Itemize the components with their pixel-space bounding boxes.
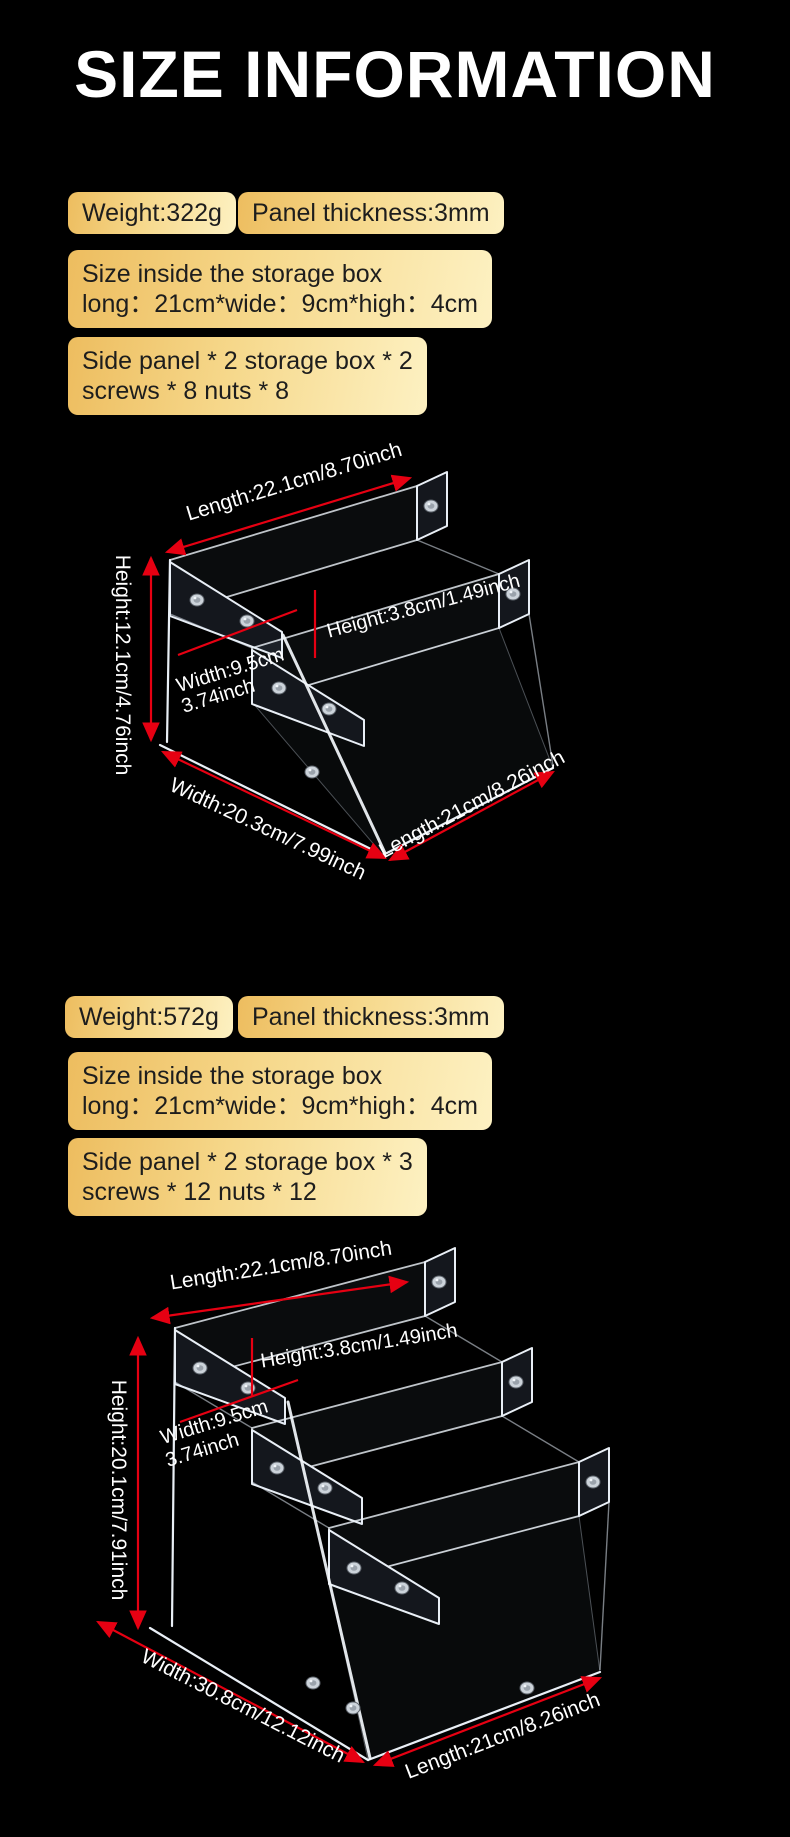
diagram-two-tier-stand: Length:22.1cm/8.70inch Height:12.1cm/4.7… (111, 438, 569, 885)
screw (508, 1375, 524, 1389)
screw (239, 614, 255, 628)
left-vertical-edge (170, 1326, 177, 1628)
right-lower-edge (599, 1501, 610, 1671)
screw (271, 681, 287, 695)
contents-line2-2: screws * 12 nuts * 12 (82, 1178, 317, 1206)
inner-size-title-1: Size inside the storage box (82, 260, 383, 288)
tier1-shelf-edge-left (174, 1381, 253, 1429)
screw (346, 1561, 362, 1575)
weight-badge-1: Weight:322g (68, 192, 236, 234)
tier1-shelf-edge-right (424, 1315, 503, 1363)
dim-arrow-top-length-2 (149, 1275, 410, 1325)
dim-label-total-height-2: Height:20.1cm/7.91inch (107, 1380, 130, 1601)
tier3-left-cap (328, 1529, 440, 1625)
inner-size-detail-2: long：21cm*wide：9cm*high：4cm (82, 1092, 478, 1120)
dim-arrow-top-length-1 (164, 474, 413, 556)
screw (189, 593, 205, 607)
dim-arrow-base-length-1 (388, 770, 555, 862)
screw (192, 1361, 208, 1375)
contents-badge-2: Side panel * 2 storage box * 3 screws * … (68, 1138, 427, 1216)
inner-size-detail-1: long：21cm*wide：9cm*high：4cm (82, 290, 478, 318)
dim-label-total-height-1: Height:12.1cm/4.76inch (111, 555, 134, 776)
screw (345, 1701, 361, 1715)
weight-text-1: Weight:322g (82, 199, 222, 227)
screw (321, 702, 337, 716)
panel-thickness-text-1: Panel thickness:3mm (252, 199, 490, 227)
left-vertical-edge (165, 558, 172, 744)
contents-line2-1: screws * 8 nuts * 8 (82, 377, 290, 405)
dim-arrow-base-length-2 (372, 1676, 603, 1767)
weight-badge-2: Weight:572g (65, 996, 233, 1038)
inner-size-badge-2: Size inside the storage box long：21cm*wi… (68, 1052, 492, 1130)
inner-size-badge-1: Size inside the storage box long：21cm*wi… (68, 250, 492, 328)
screw (394, 1581, 410, 1595)
screw (423, 499, 439, 513)
panel-thickness-badge-1: Panel thickness:3mm (238, 192, 504, 234)
screw (269, 1461, 285, 1475)
diagram-three-tier-stand: Length:22.1cm/8.70inch Height:20.1cm/7.9… (96, 1240, 610, 1784)
screw (585, 1475, 601, 1489)
tier1-shelf-edge-right (416, 539, 500, 575)
tier2-left-cap (251, 649, 365, 747)
dim-arrow-base-width-2 (96, 1620, 365, 1764)
panel-thickness-badge-2: Panel thickness:3mm (238, 996, 504, 1038)
weight-text-2: Weight:572g (79, 1003, 219, 1031)
tier2-left-cap (251, 1429, 363, 1525)
tier2-shelf-edge-right (501, 1415, 580, 1463)
dim-arrow-base-width-1 (161, 751, 387, 859)
contents-badge-1: Side panel * 2 storage box * 2 screws * … (68, 337, 427, 415)
contents-line1-1: Side panel * 2 storage box * 2 (82, 347, 413, 375)
dim-label-base-width-2: Width:30.8cm/12.12inch (137, 1645, 348, 1768)
contents-line1-2: Side panel * 2 storage box * 3 (82, 1148, 413, 1176)
screw (304, 765, 320, 779)
screw (519, 1681, 535, 1695)
dim-line-tier-width-2 (179, 1378, 299, 1424)
tier1-shelf-edge-left (169, 613, 253, 649)
panel-thickness-text-2: Panel thickness:3mm (252, 1003, 490, 1031)
screw (431, 1275, 447, 1289)
right-lower-edge (528, 613, 554, 767)
screw (317, 1481, 333, 1495)
dim-line-tier-width-1 (177, 608, 298, 657)
page-title: SIZE INFORMATION (74, 37, 716, 111)
inner-size-title-2: Size inside the storage box (82, 1062, 383, 1090)
screw (305, 1676, 321, 1690)
screw (505, 587, 521, 601)
